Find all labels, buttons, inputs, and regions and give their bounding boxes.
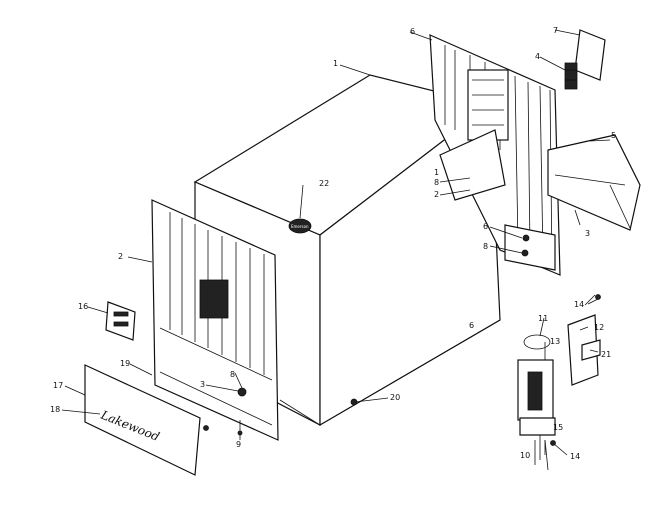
label-part-14b: 14 [570, 452, 580, 461]
label-part-1b: 1 [434, 168, 439, 177]
capacitor [564, 62, 578, 90]
label-part-16: 16 [78, 302, 88, 311]
side-panel [547, 134, 641, 231]
label-part-18: 18 [50, 405, 60, 414]
label-part-3a: 3 [585, 229, 590, 238]
label-part-9: 9 [236, 440, 241, 449]
label-part-6b: 6 [483, 222, 488, 231]
label-part-5: 5 [611, 131, 616, 140]
part-number-labels: 1 2 3 3 4 5 6 6 6 7 8 8 8 9 10 11 12 13 … [50, 26, 616, 461]
badge-text: Emerson [291, 224, 309, 229]
label-part-8a: 8 [483, 242, 488, 251]
leader-lines [61, 29, 611, 456]
label-part-6a: 6 [410, 27, 415, 36]
label-part-21: 21 [601, 350, 611, 359]
label-part-7: 7 [553, 26, 558, 35]
cover-plate [574, 29, 606, 81]
front-frame [151, 199, 279, 441]
label-part-8c: 8 [230, 370, 235, 379]
label-part-2: 2 [118, 252, 123, 261]
decal [105, 301, 136, 341]
label-part-19: 19 [120, 359, 130, 368]
label-part-4: 4 [535, 52, 540, 61]
label-part-10: 10 [520, 451, 530, 460]
motor-assembly [517, 294, 601, 471]
front-grille: Lakewood [84, 364, 201, 476]
label-part-6c: 6 [469, 321, 474, 330]
label-part-1: 1 [333, 59, 338, 68]
label-part-13: 13 [550, 337, 560, 346]
label-part-12: 12 [594, 323, 604, 332]
label-part-22: 22 [319, 179, 329, 188]
label-part-3b: 3 [200, 380, 205, 389]
label-part-20: 20 [390, 393, 400, 402]
label-part-11: 11 [538, 314, 548, 323]
screw-markers [203, 294, 601, 446]
label-part-2b: 2 [434, 190, 439, 199]
label-part-17: 17 [53, 381, 63, 390]
label-part-15: 15 [553, 423, 563, 432]
label-part-14a: 14 [574, 300, 584, 309]
label-part-8b: 8 [434, 178, 439, 187]
cabinet-badge: Emerson [288, 218, 312, 234]
